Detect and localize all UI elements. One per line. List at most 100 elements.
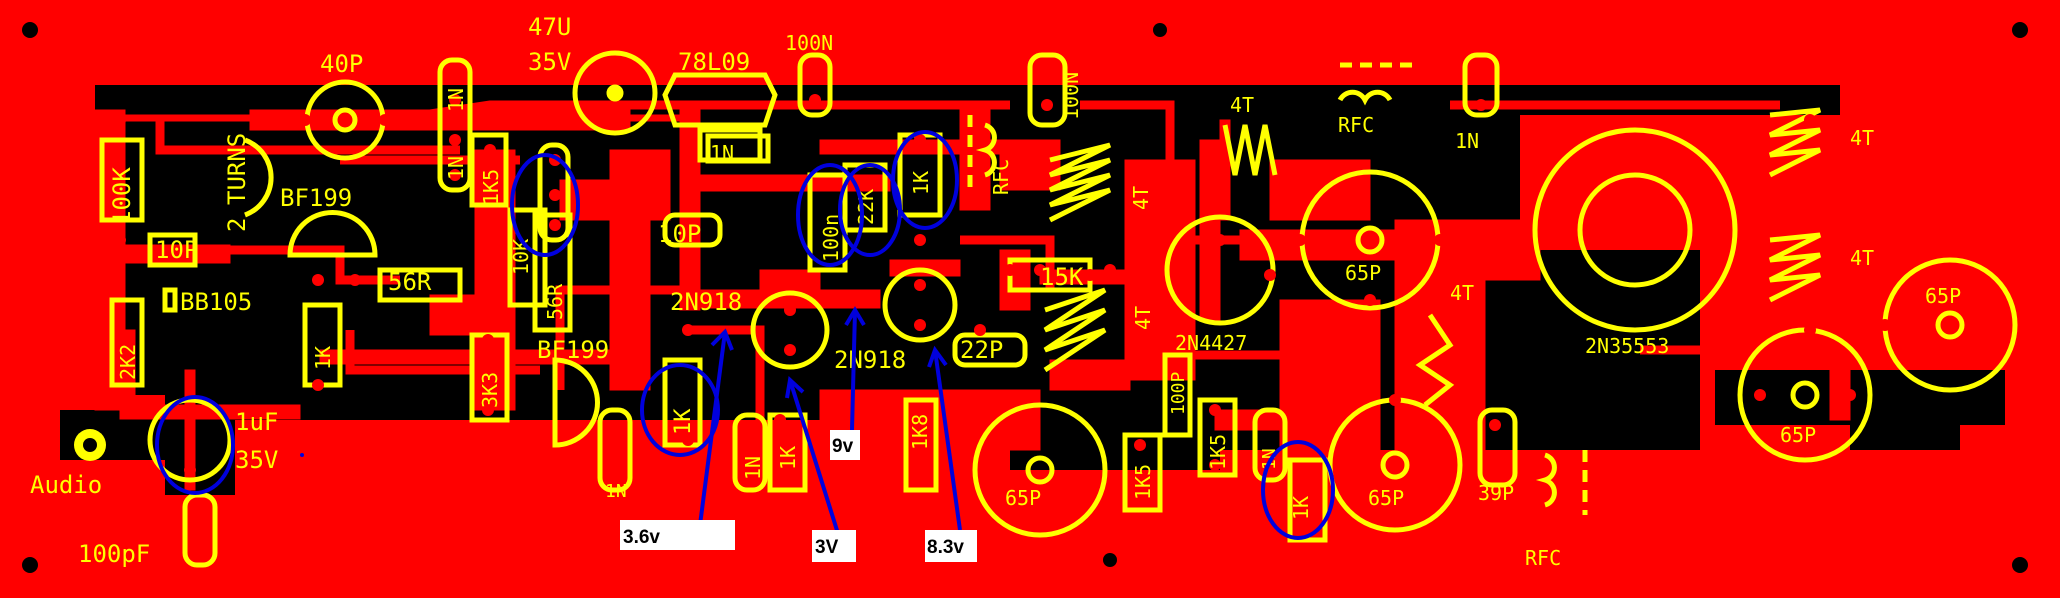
voltage-box-1 — [620, 520, 735, 550]
label-15k: 15K — [1040, 263, 1084, 291]
label-rfc-mid: RFC — [989, 159, 1013, 195]
annotation-arrow-2 — [788, 379, 842, 541]
silkscreen-text: 47U 35V 40P 78L09 100N 1N RFC 1N 10P 10P… — [30, 13, 1961, 570]
coil-4t-d — [1415, 313, 1455, 407]
label-2n918-a: 2N918 — [670, 288, 742, 316]
label-1uf: 1uF — [235, 408, 278, 436]
label-56r-a: 56R — [388, 268, 432, 296]
transistor-2n918-a-outline — [750, 290, 830, 370]
label-100n-top: 100N — [785, 31, 833, 55]
label-10k: 10K — [509, 239, 533, 275]
voltage-box-3 — [830, 430, 860, 460]
label-65p-b: 65P — [1005, 486, 1041, 510]
transistor-bf199-b-outline — [552, 357, 600, 448]
label-100k: 100K — [108, 167, 136, 225]
label-65p-e: 65P — [1925, 284, 1961, 308]
label-1k8: 1K8 — [908, 414, 932, 450]
rfc-top-outline — [1337, 89, 1393, 106]
voltage-labels: 3.6v 3V 9v 8.3v — [620, 430, 977, 562]
label-3k3: 3K3 — [478, 372, 502, 408]
voltage-3-6v: 3.6v — [623, 527, 660, 548]
label-39p: 39P — [1478, 481, 1514, 505]
label-100pf: 100pF — [78, 540, 150, 568]
label-audio: Audio — [30, 471, 102, 499]
label-1n-bottom: 1N — [605, 481, 627, 502]
label-4t-d: 4T — [1450, 281, 1474, 305]
label-2n35553: 2N35553 — [1585, 334, 1669, 358]
transistor-2n918-b-outline — [882, 267, 958, 343]
label-1uf-voltage: 35V — [235, 446, 278, 474]
annotation-circle-6 — [891, 130, 959, 230]
label-65p-c: 65P — [1368, 486, 1404, 510]
label-bf199-b: BF199 — [537, 336, 609, 364]
label-1k-d: 1K — [909, 171, 933, 195]
coil-4t-c — [1043, 287, 1107, 373]
label-2k2: 2K2 — [116, 344, 140, 380]
transistor-2n35553-outline — [1532, 127, 1738, 333]
label-1n-a: 1N — [444, 88, 468, 112]
coil-4t-b — [1048, 142, 1112, 223]
label-65p-a: 65P — [1345, 261, 1381, 285]
label-65p-d: 65P — [1780, 423, 1816, 447]
label-1k-e: 1K — [1289, 496, 1313, 520]
voltage-8-3v: 8.3v — [927, 537, 964, 558]
label-10p-a: 10P — [155, 236, 198, 264]
label-rfc-bottom: RFC — [1525, 546, 1561, 570]
label-100p: 100P — [1168, 371, 1189, 415]
transistor-bf199-a-outline — [287, 210, 378, 258]
label-1k-c: 1K — [776, 446, 800, 470]
voltage-9v: 9v — [832, 436, 854, 457]
label-1n-mid: 1N — [710, 141, 734, 165]
coil-4t-e — [1768, 107, 1822, 178]
voltage-box-4 — [925, 530, 977, 562]
coil-4t-a — [1222, 124, 1278, 176]
label-2n918-b: 2N918 — [834, 346, 906, 374]
label-47u: 47U — [528, 13, 571, 41]
trimmer-65p-b-outline — [972, 402, 1108, 538]
label-1k5-c: 1K5 — [1206, 434, 1230, 470]
label-1k-a: 1K — [311, 346, 335, 370]
label-4t-e: 4T — [1850, 126, 1874, 150]
label-56r-b: 56R — [543, 283, 567, 320]
label-4t-a: 4T — [1230, 93, 1254, 117]
annotation-circle-3 — [640, 363, 720, 457]
label-22p: 22P — [960, 336, 1003, 364]
silkscreen-layer — [99, 50, 2018, 568]
pads — [114, 64, 1891, 551]
label-1k5-a: 1K5 — [479, 169, 503, 205]
measurement-annotations — [155, 130, 1335, 541]
label-rfc-top: RFC — [1338, 113, 1374, 137]
annotation-arrow-3 — [850, 309, 857, 431]
rfc-bottom-outline — [1535, 452, 1557, 508]
label-4t-c: 4T — [1131, 306, 1155, 330]
regulator-78l09-outline — [662, 72, 778, 128]
label-1k5-b: 1K5 — [1131, 464, 1155, 500]
label-78l09: 78L09 — [678, 48, 750, 76]
label-1n-b: 1N — [444, 156, 468, 180]
cap-1uf-outline — [147, 397, 233, 483]
label-47u-voltage: 35V — [528, 48, 571, 76]
mounting-holes — [22, 22, 2028, 573]
label-100n-side: 100N — [1059, 72, 1083, 120]
voltage-box-2 — [812, 530, 856, 562]
label-bb105: BB105 — [180, 288, 252, 316]
label-4t-f: 4T — [1850, 246, 1874, 270]
annotation-arrow-1 — [698, 331, 727, 526]
annotation-circle-4 — [796, 163, 864, 267]
label-turns-count: 2 — [223, 218, 251, 232]
label-1k-b: 1K — [671, 408, 696, 435]
label-40p: 40P — [320, 50, 363, 78]
annotation-circle-7 — [1261, 440, 1335, 540]
coil-4t-f — [1768, 232, 1822, 303]
annotation-circle-1 — [510, 153, 580, 257]
label-4t-b: 4T — [1129, 186, 1153, 210]
annotation-arrow-4 — [933, 349, 962, 531]
rfc-mid-outline — [975, 122, 997, 178]
label-2n4427: 2N4427 — [1175, 331, 1247, 355]
label-bf199-a: BF199 — [280, 184, 352, 212]
voltage-3v: 3V — [815, 537, 839, 558]
annotation-circle-2 — [155, 395, 235, 495]
label-10p-b: 10P — [658, 220, 701, 248]
